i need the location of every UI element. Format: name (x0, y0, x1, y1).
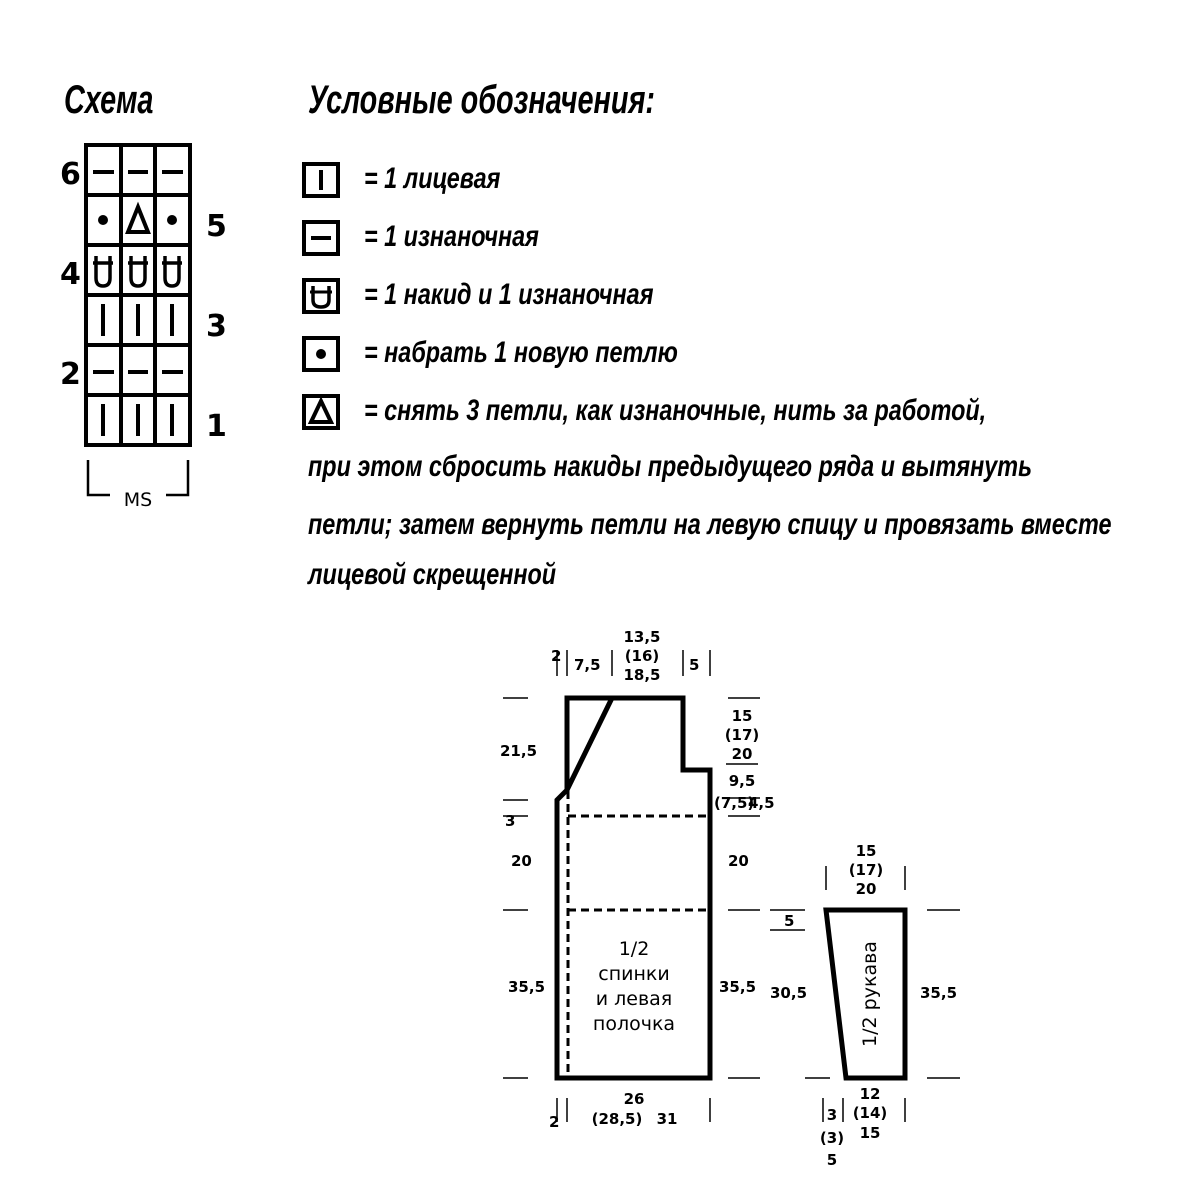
dim-top-c1: 13,5 (623, 628, 660, 646)
dim-bottom-w3: 31 (657, 1110, 678, 1128)
dim-top-c2: (16) (625, 647, 660, 665)
dim-left-main: 35,5 (508, 978, 545, 996)
slip-three-triangle-icon (125, 201, 151, 234)
sleeve-dim-edge-3: 5 (827, 1151, 837, 1169)
chart-row-4 (93, 256, 182, 288)
sleeve-dim-top-b: (17) (849, 861, 884, 879)
sleeve-dim-top-c: 20 (856, 880, 877, 898)
legend-description-line: при этом сбросить накиды предыдущего ряд… (308, 450, 1032, 483)
dim-left-20: 20 (511, 852, 532, 870)
sleeve-dim-edge-2: (3) (820, 1129, 844, 1147)
legend-text: = 1 накид и 1 изнаночная (364, 278, 654, 311)
new-stitch-dot-icon (302, 336, 340, 372)
dim-top-a: 2 (551, 647, 561, 665)
sleeve-dim-bottom-c: 15 (860, 1124, 881, 1142)
dim-bottom-w1: 26 (624, 1090, 645, 1108)
legend-title: Условные обозначения: (308, 78, 655, 122)
sleeve-dim-top-a: 15 (856, 842, 877, 860)
sleeve-piece-dimensions: 15 (17) 20 5 30,5 35,5 12 (14) 15 3 (3) … (770, 842, 957, 1169)
dim-right-t1: 9,5 (729, 772, 756, 790)
body-label-line: и левая (596, 988, 673, 1010)
sleeve-dim-bottom-a: 12 (860, 1085, 881, 1103)
purl-stitch-icon (302, 220, 340, 256)
stitch-chart (84, 143, 192, 447)
body-label-line: спинки (598, 963, 669, 985)
legend-text: = 1 изнаночная (364, 220, 539, 253)
row-number-4: 4 (60, 257, 81, 292)
row-number-1: 1 (206, 409, 227, 444)
chart-row-1 (101, 404, 174, 436)
dim-right-t3: 4,5 (748, 794, 775, 812)
dim-bottom-edge: 2 (549, 1113, 559, 1131)
legend-description-line: петли; затем вернуть петли на левую спиц… (308, 508, 1112, 541)
knit-stitch-icon (302, 162, 340, 198)
dim-left-neck: 21,5 (500, 742, 537, 760)
body-label-line: 1/2 (619, 938, 650, 960)
dim-right-main: 35,5 (719, 978, 756, 996)
body-label-line: полочка (593, 1013, 675, 1035)
sleeve-piece-guides (770, 866, 960, 1122)
dim-top-c3: 18,5 (623, 666, 660, 684)
row-number-6: 6 (60, 157, 81, 192)
row-number-5: 5 (206, 209, 227, 244)
row-number-3: 3 (206, 309, 227, 344)
repeat-bracket (86, 460, 190, 497)
chart-row-3 (101, 304, 174, 336)
sleeve-dim-left-height: 30,5 (770, 984, 807, 1002)
sleeve-dim-left-5: 5 (784, 912, 794, 930)
new-stitch-dot-icon (98, 215, 108, 225)
dim-top-b: 7,5 (574, 656, 601, 674)
dim-bottom-w2: (28,5) (592, 1110, 643, 1128)
chart-row-5 (98, 201, 177, 234)
yarn-over-purl-icon (302, 278, 340, 314)
body-piece-dimensions: 2 7,5 13,5 (16) 18,5 5 21,5 3 20 35,5 15… (500, 628, 775, 1131)
legend-text: = снять 3 петли, как изнаночные, нить за… (364, 394, 987, 427)
legend-text: = 1 лицевая (364, 162, 501, 195)
legend-text: = набрать 1 новую петлю (364, 336, 678, 369)
sleeve-piece-outline (823, 907, 908, 1081)
sleeve-dim-edge-1: 3 (827, 1106, 837, 1124)
dim-left-3: 3 (505, 812, 515, 830)
dim-right-20: 20 (728, 852, 749, 870)
dim-right-s2: (17) (725, 726, 760, 744)
body-piece-dashed (566, 700, 709, 1076)
body-piece-guides (503, 650, 760, 1122)
new-stitch-dot-icon (167, 215, 177, 225)
body-piece-label: 1/2 спинки и левая полочка (593, 938, 675, 1035)
dim-right-s1: 15 (732, 707, 753, 725)
dim-top-d: 5 (689, 656, 699, 674)
sleeve-dim-right-height: 35,5 (920, 984, 957, 1002)
row-number-2: 2 (60, 357, 81, 392)
sleeve-dim-bottom-b: (14) (853, 1104, 888, 1122)
schema-title: Схема (64, 78, 154, 122)
sleeve-label: 1/2 рукава (859, 941, 881, 1047)
dim-right-t2: (7,5) (714, 794, 754, 812)
dim-right-s3: 20 (732, 745, 753, 763)
repeat-label: MS (124, 489, 152, 511)
legend-description-line: лицевой скрещенной (308, 558, 557, 591)
slip-three-triangle-icon (302, 394, 340, 430)
